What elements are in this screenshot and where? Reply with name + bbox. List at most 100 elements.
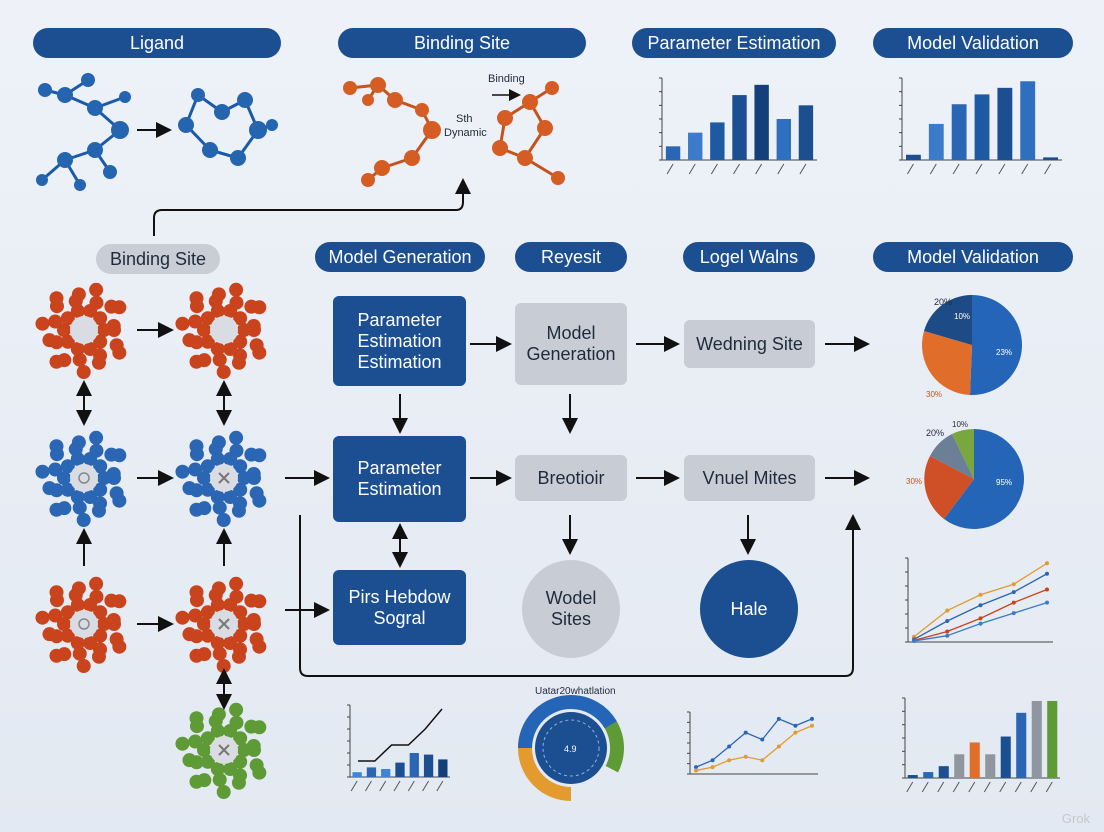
- chart-top-param: [659, 77, 817, 175]
- chart-top-valid: [899, 77, 1062, 175]
- series-bottom-mid-1: [695, 725, 813, 772]
- pie1-label-1: 10%: [954, 312, 970, 321]
- x-tick-label: [422, 780, 430, 792]
- bar-bottom-right-2: [938, 766, 949, 778]
- pie2-label-0: 20%: [926, 428, 944, 438]
- protein-blob-red-0: [35, 282, 127, 379]
- chart-bottom-mid: [687, 711, 818, 775]
- chart-bottom-left: [347, 704, 450, 792]
- bar-bottom-right-8: [1031, 700, 1042, 778]
- x-tick-label: [1044, 163, 1052, 175]
- x-tick-label: [777, 163, 785, 175]
- x-tick-label: [952, 163, 960, 175]
- bar-bottom-left-2: [381, 769, 391, 777]
- wodel-sites-circle: Wodel Sites: [522, 560, 620, 658]
- param-estimation-box-2: Parameter Estimation: [333, 436, 466, 522]
- bar-bottom-left-5: [423, 754, 434, 777]
- bar-top-valid-1: [928, 123, 944, 160]
- x-tick-label: [937, 781, 945, 793]
- x-tick-label: [1014, 781, 1022, 793]
- x-tick-label: [407, 780, 415, 792]
- x-tick-label: [983, 781, 991, 793]
- x-tick-label: [929, 163, 937, 175]
- x-tick-label: [666, 163, 674, 175]
- pie1-label-0: 20%: [934, 297, 952, 307]
- x-tick-label: [379, 780, 387, 792]
- donut-center: 4.9: [564, 744, 577, 754]
- bar-bottom-right-6: [1000, 736, 1011, 778]
- model-generation-box: Model Generation: [515, 303, 627, 385]
- donut-chart: 4.9 Uatar20whatlation: [518, 686, 624, 801]
- x-tick-label: [436, 780, 444, 792]
- x-tick-label: [921, 781, 929, 793]
- x-tick-label: [755, 163, 763, 175]
- header-ligand: Ligand: [33, 28, 281, 58]
- header-binding-site: Binding Site: [338, 28, 586, 58]
- bar-bottom-left-6: [438, 759, 448, 777]
- x-tick-label: [968, 781, 976, 793]
- series-right-line-1: [913, 573, 1048, 640]
- bar-bottom-right-4: [969, 742, 980, 778]
- bar-top-param-3: [732, 95, 747, 160]
- chart-bottom-right: [902, 697, 1060, 793]
- protein-blob-green-6: [175, 702, 267, 799]
- x-tick-label: [364, 780, 372, 792]
- bar-bottom-right-1: [923, 772, 934, 778]
- x-tick-label: [1030, 781, 1038, 793]
- breotioir-box: Breotioir: [515, 455, 627, 501]
- wedning-site-box: Wedning Site: [684, 320, 815, 368]
- x-tick-label: [999, 781, 1007, 793]
- x-tick-label: [350, 780, 358, 792]
- x-tick-label: [906, 781, 914, 793]
- x-tick-label: [998, 163, 1006, 175]
- bar-top-valid-6: [1043, 157, 1058, 160]
- header-logel-walns: Logel Walns: [683, 242, 815, 272]
- x-tick-label: [710, 163, 718, 175]
- binding-molecule-2: [492, 81, 565, 185]
- series-right-line-2: [913, 588, 1048, 642]
- protein-blob-red-1: [175, 282, 267, 379]
- chart-right-line: [905, 557, 1053, 643]
- dynamic-label: Dynamic: [444, 127, 487, 139]
- pie2-label-3: 95%: [996, 478, 1012, 487]
- ligand-molecule-1: [36, 73, 131, 191]
- pie1-label-2: 23%: [996, 348, 1012, 357]
- binding-molecule-1: [343, 77, 441, 187]
- bar-top-valid-5: [1020, 81, 1036, 160]
- sth-label: Sth: [456, 113, 473, 125]
- pirs-hebdow-box: Pirs Hebdow Sogral: [333, 570, 466, 645]
- bar-bottom-left-3: [395, 762, 405, 777]
- ligand-molecule-2: [178, 88, 278, 166]
- bar-top-valid-3: [974, 94, 990, 160]
- donut-title: Uatar20whatlation: [535, 686, 616, 697]
- param-estimation-box-1: Parameter Estimation Estimation: [333, 296, 466, 386]
- header-model-validation-2: Model Validation: [873, 242, 1073, 272]
- pie2-label-2: 30%: [906, 477, 922, 486]
- x-tick-label: [799, 163, 807, 175]
- bar-top-valid-2: [951, 104, 967, 160]
- bar-bottom-left-4: [409, 753, 419, 777]
- bar-top-param-0: [665, 146, 681, 160]
- vnuel-mites-box: Vnuel Mites: [684, 455, 815, 501]
- header-model-validation: Model Validation: [873, 28, 1073, 58]
- x-tick-label: [1021, 163, 1029, 175]
- pie1-label-3: 30%: [926, 390, 942, 399]
- bar-top-param-2: [710, 122, 725, 160]
- pie-chart-1: 20% 10% 23% 30%: [922, 295, 1022, 399]
- x-tick-label: [688, 163, 696, 175]
- series-right-line-3: [913, 602, 1048, 642]
- series-bottom-mid-0: [695, 718, 813, 768]
- protein-blob-red-4: [35, 576, 127, 673]
- bar-top-param-5: [776, 119, 791, 160]
- header-model-generation: Model Generation: [315, 242, 485, 272]
- hale-circle: Hale: [700, 560, 798, 658]
- pie2-label-1: 10%: [952, 420, 968, 429]
- x-tick-label: [952, 781, 960, 793]
- x-tick-label: [393, 780, 401, 792]
- x-tick-label: [975, 163, 983, 175]
- protein-blob-blue-2: [35, 430, 127, 527]
- bar-bottom-right-5: [985, 754, 996, 778]
- bar-bottom-left-0: [352, 772, 362, 777]
